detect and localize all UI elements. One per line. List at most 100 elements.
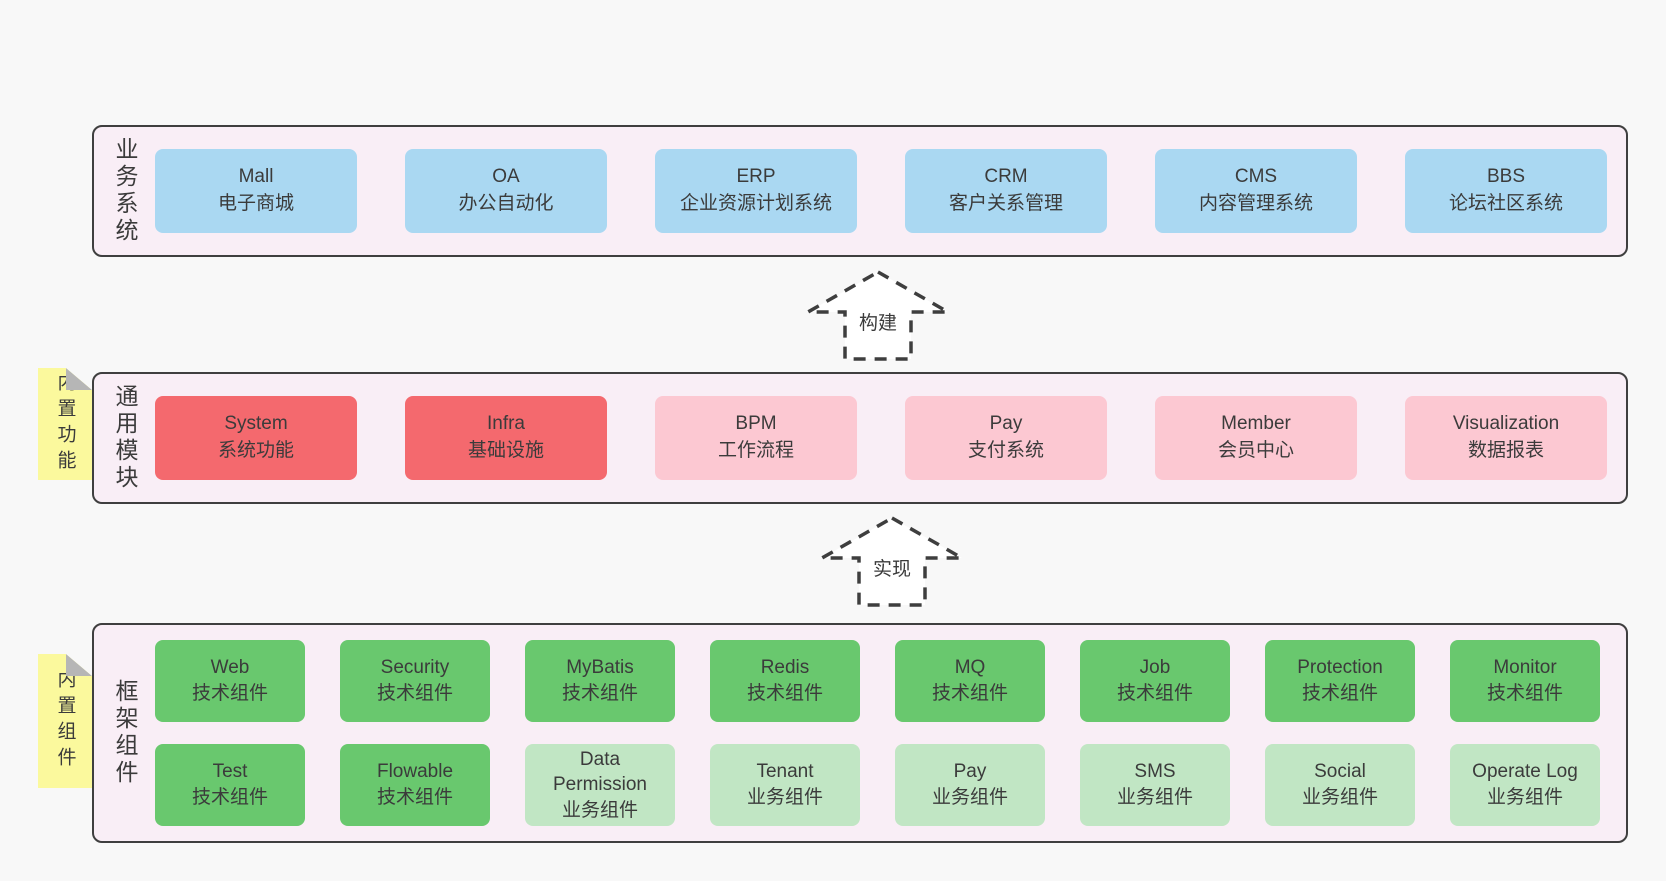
node-subtitle: 企业资源计划系统: [679, 193, 832, 214]
node-subtitle: 系统功能: [217, 440, 294, 461]
node-subtitle: 业务组件: [1486, 787, 1563, 808]
node-bpm: BPM 工作流程: [655, 396, 857, 480]
node-security: Security 技术组件: [340, 640, 490, 722]
node-title: Operate Log: [1472, 761, 1578, 783]
layer-framework-components: 框架组件 Web 技术组件 Security 技术组件 MyBatis 技术组件…: [92, 623, 1628, 843]
node-subtitle: 技术组件: [191, 787, 268, 808]
node-title: Security: [380, 657, 450, 679]
node-flowable: Flowable 技术组件: [340, 744, 490, 826]
node-subtitle: 业务组件: [561, 799, 638, 821]
node-title: Social: [1314, 761, 1366, 783]
node-subtitle: 技术组件: [1486, 683, 1563, 704]
node-title: Mall: [238, 166, 274, 188]
node-subtitle: 技术组件: [376, 683, 453, 704]
node-title: Test: [212, 761, 248, 783]
node-subtitle: 技术组件: [746, 683, 823, 704]
layer-label-components: 框架组件: [94, 679, 155, 787]
components-grid: Web 技术组件 Security 技术组件 MyBatis 技术组件 Redi…: [155, 640, 1600, 826]
layer-title: 通用模块: [112, 384, 138, 492]
node-title: OA: [492, 166, 520, 188]
node-subtitle: 业务组件: [1301, 787, 1378, 808]
node-title: Infra: [486, 413, 526, 435]
node-title: Pay: [953, 761, 987, 783]
node-title: SMS: [1134, 761, 1176, 783]
node-subtitle: 数据报表: [1467, 440, 1544, 461]
node-subtitle: 论坛社区系统: [1448, 193, 1563, 214]
node-title: ERP: [736, 166, 776, 188]
node-system: System 系统功能: [155, 396, 357, 480]
modules-box-row: System 系统功能 Infra 基础设施 BPM 工作流程 Pay 支付系统…: [155, 396, 1607, 480]
layer-label-modules: 通用模块: [94, 384, 155, 492]
node-title: CRM: [984, 166, 1028, 188]
node-sms: SMS 业务组件: [1080, 744, 1230, 826]
business-box-row: Mall 电子商城 OA 办公自动化 ERP 企业资源计划系统 CRM 客户关系…: [155, 149, 1607, 233]
node-title: Web: [210, 657, 250, 679]
node-title: CMS: [1234, 166, 1278, 188]
node-subtitle: 基础设施: [467, 440, 544, 461]
components-row-2: Test 技术组件 Flowable 技术组件 Data Permission …: [155, 744, 1600, 826]
node-monitor: Monitor 技术组件: [1450, 640, 1600, 722]
node-social: Social 业务组件: [1265, 744, 1415, 826]
sticky-label: 内置功能: [54, 372, 76, 476]
node-title: Job: [1139, 657, 1171, 679]
node-subtitle: 客户关系管理: [948, 193, 1063, 214]
node-title: Flowable: [376, 761, 454, 783]
layer-title: 业务系统: [112, 137, 138, 245]
node-title: Redis: [760, 657, 810, 679]
sticky-fold-corner: [66, 368, 92, 390]
node-web: Web 技术组件: [155, 640, 305, 722]
node-title: MyBatis: [566, 657, 634, 679]
node-title: Tenant: [756, 761, 814, 783]
arrow-label-implement: 实现: [873, 558, 911, 580]
node-redis: Redis 技术组件: [710, 640, 860, 722]
node-visualization: Visualization 数据报表: [1405, 396, 1607, 480]
layer-label-business: 业务系统: [94, 137, 155, 245]
node-title: Protection: [1297, 657, 1383, 679]
node-mq: MQ 技术组件: [895, 640, 1045, 722]
node-crm: CRM 客户关系管理: [905, 149, 1107, 233]
node-subtitle: 工作流程: [717, 440, 794, 461]
node-pay-component: Pay 业务组件: [895, 744, 1045, 826]
node-test: Test 技术组件: [155, 744, 305, 826]
node-protection: Protection 技术组件: [1265, 640, 1415, 722]
node-title: Monitor: [1493, 657, 1557, 679]
node-subtitle: 技术组件: [1116, 683, 1193, 704]
node-title: BPM: [735, 413, 777, 435]
node-subtitle: 业务组件: [746, 787, 823, 808]
sticky-fold-corner: [66, 654, 92, 676]
node-job: Job 技术组件: [1080, 640, 1230, 722]
sticky-built-in-components: 内置组件: [38, 654, 92, 788]
node-mall: Mall 电子商城: [155, 149, 357, 233]
node-member: Member 会员中心: [1155, 396, 1357, 480]
node-subtitle: 业务组件: [1116, 787, 1193, 808]
node-subtitle: 技术组件: [561, 683, 638, 704]
node-title: System: [224, 413, 288, 435]
node-subtitle: 内容管理系统: [1198, 193, 1313, 214]
sticky-built-in-features: 内置功能: [38, 368, 92, 480]
node-pay-module: Pay 支付系统: [905, 396, 1107, 480]
node-infra: Infra 基础设施: [405, 396, 607, 480]
node-cms: CMS 内容管理系统: [1155, 149, 1357, 233]
node-subtitle: 电子商城: [217, 193, 294, 214]
layer-common-modules: 通用模块 System 系统功能 Infra 基础设施 BPM 工作流程 Pay…: [92, 372, 1628, 504]
node-bbs: BBS 论坛社区系统: [1405, 149, 1607, 233]
node-data-permission: Data Permission 业务组件: [525, 744, 675, 826]
node-title: MQ: [954, 657, 986, 679]
layer-title: 框架组件: [112, 679, 138, 787]
sticky-label: 内置组件: [54, 669, 76, 773]
node-subtitle: 支付系统: [967, 440, 1044, 461]
node-tenant: Tenant 业务组件: [710, 744, 860, 826]
node-subtitle: 技术组件: [191, 683, 268, 704]
node-oa: OA 办公自动化: [405, 149, 607, 233]
up-arrow-build-icon: 构建: [801, 269, 955, 361]
node-title: Data Permission: [553, 748, 647, 796]
node-title: BBS: [1486, 166, 1526, 188]
node-title: Member: [1221, 413, 1291, 435]
node-subtitle: 业务组件: [931, 787, 1008, 808]
node-title: Visualization: [1452, 413, 1560, 435]
node-subtitle: 技术组件: [376, 787, 453, 808]
node-erp: ERP 企业资源计划系统: [655, 149, 857, 233]
node-mybatis: MyBatis 技术组件: [525, 640, 675, 722]
node-subtitle: 技术组件: [931, 683, 1008, 704]
